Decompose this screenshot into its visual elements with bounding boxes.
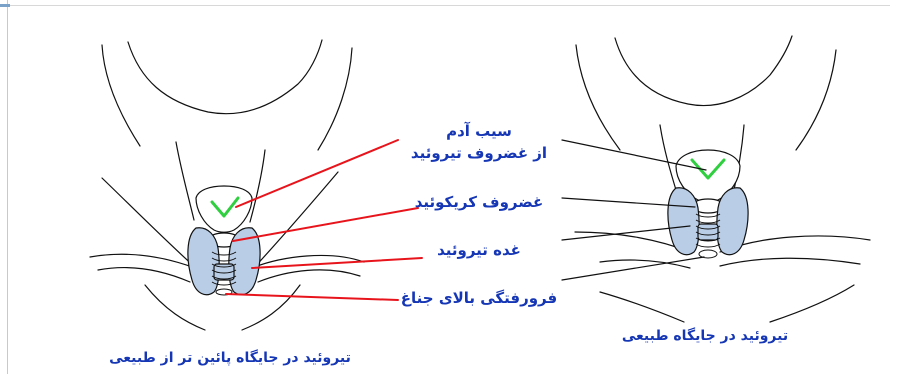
label-adams-apple-line2: از غضروف تیروئید [404, 142, 554, 164]
label-thyroid-gland: غده تیروئید [404, 241, 554, 259]
caption-low-position: تیروئید در جایگاه پائین تر از طبیعی [100, 350, 360, 366]
label-suprasternal-notch: فرورفتگی بالای جناغ [396, 289, 562, 307]
caption-normal-position: تیروئید در جایگاه طبیعی [610, 328, 800, 344]
label-cricoid-cartilage: غضروف کریکوئید [404, 193, 554, 211]
label-adams-apple: سیب آدم از غضروف تیروئید [404, 120, 554, 164]
neck-illustration-normal-thyroid [575, 36, 870, 322]
label-adams-apple-line1: سیب آدم [404, 120, 554, 142]
neck-illustration-low-thyroid [90, 40, 364, 330]
